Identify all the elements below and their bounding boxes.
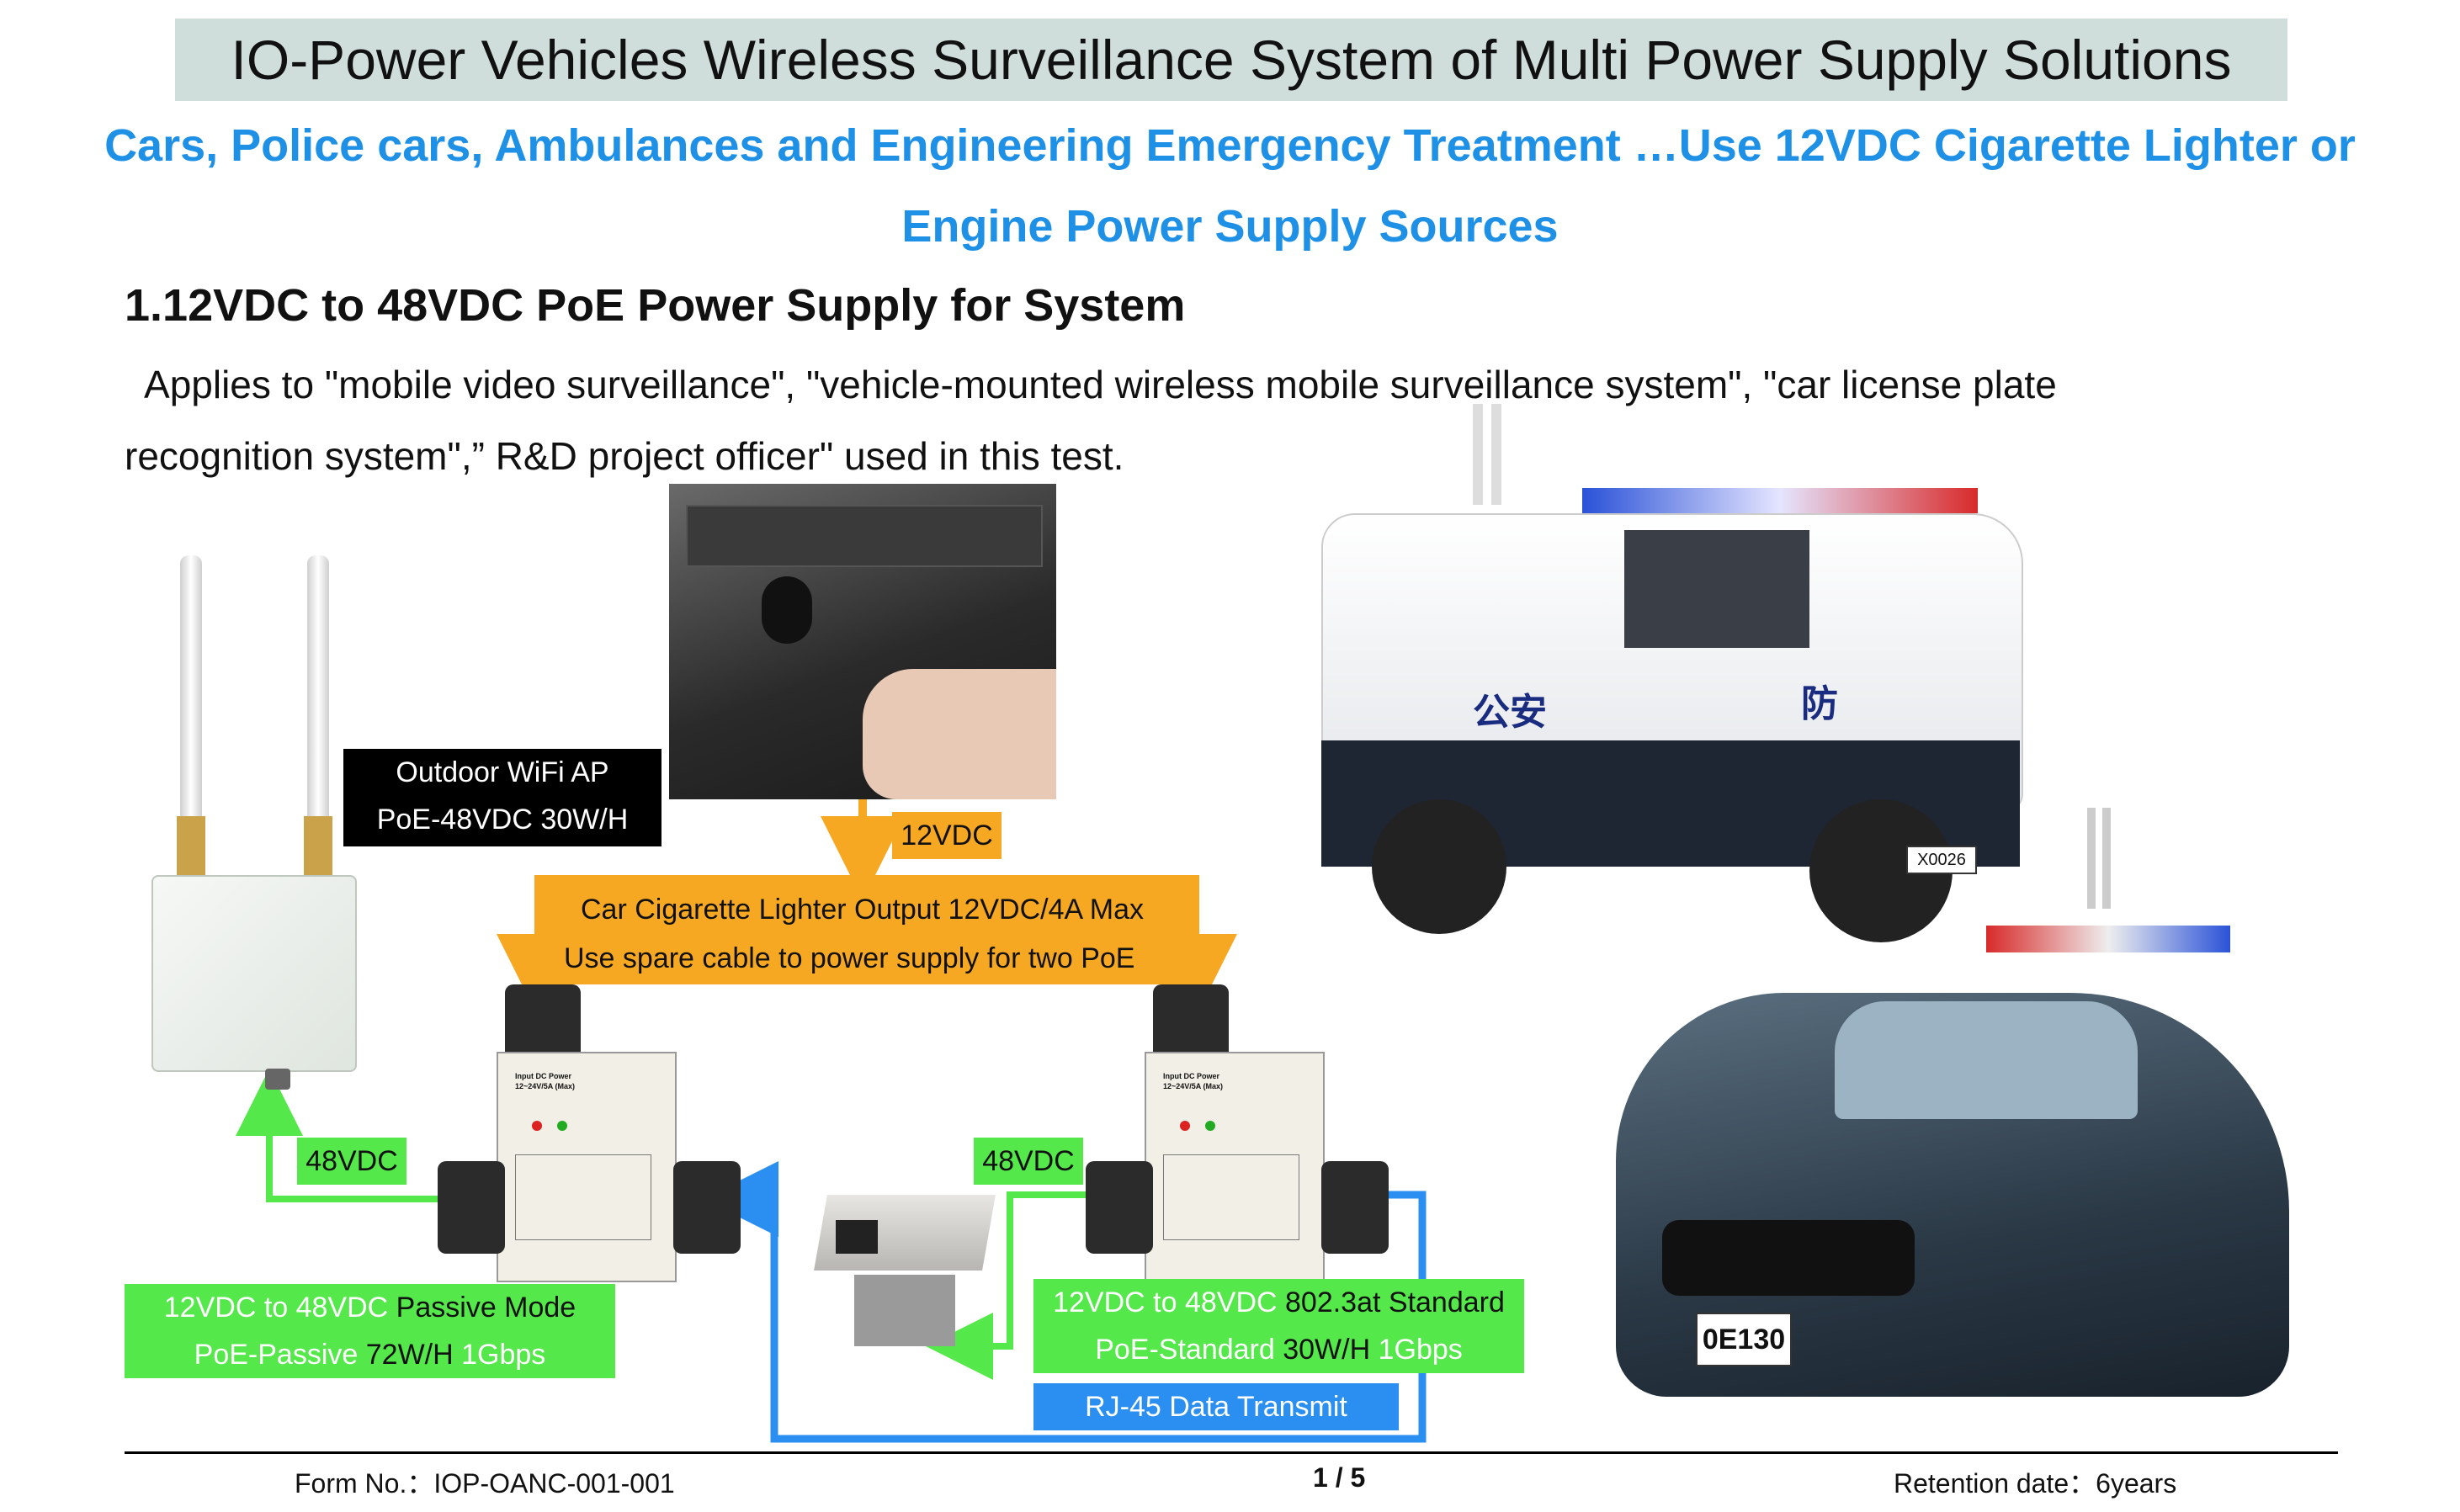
passive-line-1: 12VDC to 48VDC Passive Mode — [125, 1284, 615, 1331]
standard-line-2b: 30W/H — [1283, 1334, 1371, 1366]
ap-port — [265, 1069, 290, 1090]
poe-injector-left: Input DC Power 12~24V/5A (Max) — [438, 984, 741, 1282]
injector-box: Input DC Power 12~24V/5A (Max) — [497, 1052, 677, 1282]
hand — [863, 669, 1056, 799]
passive-line-2b: 72W/H — [365, 1339, 454, 1371]
range-label: 12~24V/5A (Max) — [1163, 1082, 1223, 1090]
car-radio-panel — [686, 505, 1043, 567]
van-license-plate: X0026 — [1906, 846, 1977, 874]
logo-panel — [515, 1154, 651, 1240]
police-car-photo: 0E130 — [1616, 808, 2289, 1447]
passive-line-2: PoE-Passive 72W/H 1Gbps — [125, 1331, 615, 1378]
surveillance-camera-image — [814, 1195, 997, 1346]
standard-line-2: PoE-Standard 30W/H 1Gbps — [1033, 1326, 1524, 1373]
blue-data-line — [703, 1161, 1427, 1443]
range-label: 12~24V/5A (Max) — [515, 1082, 575, 1090]
ap-label-box: Outdoor WiFi AP PoE-48VDC 30W/H — [343, 749, 661, 846]
car-lightbar — [1986, 926, 2230, 952]
ap-enclosure — [151, 875, 357, 1072]
data-transmit-box: RJ-45 Data Transmit — [1033, 1383, 1399, 1430]
van-antenna-right — [1491, 404, 1501, 505]
standard-mode-box: 12VDC to 48VDC 802.3at Standard PoE-Stan… — [1033, 1279, 1524, 1373]
footer-divider — [125, 1451, 2338, 1454]
standard-line-1b: 802.3at Standard — [1285, 1287, 1505, 1318]
input-voltage-label: 12VDC — [892, 812, 1002, 859]
police-van-photo: 公安 防 X0026 — [1304, 404, 2062, 959]
car-license-plate: 0E130 — [1696, 1313, 1792, 1366]
input-label: Input DC Power — [515, 1072, 571, 1080]
data-led — [1205, 1121, 1215, 1131]
standard-line-1a: 12VDC to 48VDC — [1053, 1287, 1285, 1318]
ap-label-line-2: PoE-48VDC 30W/H — [376, 804, 629, 836]
car-antenna-right — [2102, 808, 2111, 909]
poe-injector-right: Input DC Power 12~24V/5A (Max) — [1086, 984, 1389, 1282]
injector-box: Input DC Power 12~24V/5A (Max) — [1145, 1052, 1325, 1282]
logo-panel — [1163, 1154, 1299, 1240]
ap-label-line-1: Outdoor WiFi AP — [396, 756, 609, 788]
passive-line-2c: 1Gbps — [453, 1339, 546, 1371]
green-left-line — [236, 1069, 438, 1202]
car-grille — [1662, 1220, 1915, 1296]
van-side-text: 公安 — [1473, 692, 1547, 733]
passive-line-2a: PoE-Passive — [194, 1339, 366, 1371]
standard-line-2c: 1Gbps — [1370, 1334, 1463, 1366]
data-in-gland — [1321, 1161, 1389, 1254]
antenna-left — [180, 555, 202, 841]
lighter-line-1: Car Cigarette Lighter Output 12VDC/4A Ma… — [581, 894, 1144, 926]
car-windshield — [1835, 1001, 2138, 1119]
section-heading: 1.12VDC to 48VDC PoE Power Supply for Sy… — [125, 280, 1186, 331]
cigarette-lighter-photo — [669, 484, 1056, 799]
car-antenna-left — [2087, 808, 2096, 909]
dc-input-gland — [505, 984, 581, 1060]
dc-input-gland — [1153, 984, 1229, 1060]
footer-retention: Retention date：6years — [1894, 1468, 2177, 1499]
camera-lens — [836, 1220, 878, 1254]
van-front-text: 防 — [1801, 683, 1838, 724]
outdoor-wifi-ap-image — [151, 547, 379, 1094]
passive-line-1b: Passive Mode — [396, 1292, 576, 1324]
van-antenna-left — [1473, 404, 1483, 505]
standard-line-1: 12VDC to 48VDC 802.3at Standard — [1033, 1279, 1524, 1326]
van-windshield — [1624, 530, 1809, 648]
van-wheel-rear — [1372, 799, 1506, 934]
input-label: Input DC Power — [1163, 1072, 1219, 1080]
data-led — [557, 1121, 567, 1131]
van-lightbar — [1582, 488, 1978, 513]
antenna-connector-right — [304, 816, 332, 875]
standard-line-2a: PoE-Standard — [1095, 1334, 1283, 1366]
green-right-line — [926, 1191, 1086, 1380]
passive-line-1a: 12VDC to 48VDC — [163, 1292, 396, 1324]
lighter-output-box: Car Cigarette Lighter Output 12VDC/4A Ma… — [555, 885, 1187, 982]
footer-page-number: 1 / 5 — [1313, 1462, 1366, 1493]
antenna-right — [307, 555, 329, 841]
page-title: IO-Power Vehicles Wireless Surveillance … — [175, 19, 2287, 101]
antenna-connector-left — [177, 816, 205, 875]
power-led — [532, 1121, 542, 1131]
poe-out-gland — [438, 1161, 505, 1254]
lighter-line-2: Use spare cable to power supply for two … — [564, 942, 1135, 974]
data-in-gland — [673, 1161, 741, 1254]
passive-mode-box: 12VDC to 48VDC Passive Mode PoE-Passive … — [125, 1284, 615, 1378]
power-led — [1180, 1121, 1190, 1131]
subtitle-line-1: Cars, Police cars, Ambulances and Engine… — [104, 120, 2356, 171]
gear-knob — [762, 576, 812, 644]
paragraph-line-2: recognition system",” R&D project office… — [125, 434, 1124, 478]
paragraph-line-1: Applies to "mobile video surveillance", … — [125, 363, 2057, 406]
left-output-voltage-label: 48VDC — [297, 1138, 406, 1185]
camera-mount — [854, 1275, 955, 1346]
footer-form-number: Form No.：IOP-OANC-001-001 — [295, 1468, 675, 1499]
poe-out-gland — [1086, 1161, 1153, 1254]
right-output-voltage-label: 48VDC — [974, 1138, 1083, 1185]
subtitle-line-2: Engine Power Supply Sources — [901, 201, 1559, 252]
